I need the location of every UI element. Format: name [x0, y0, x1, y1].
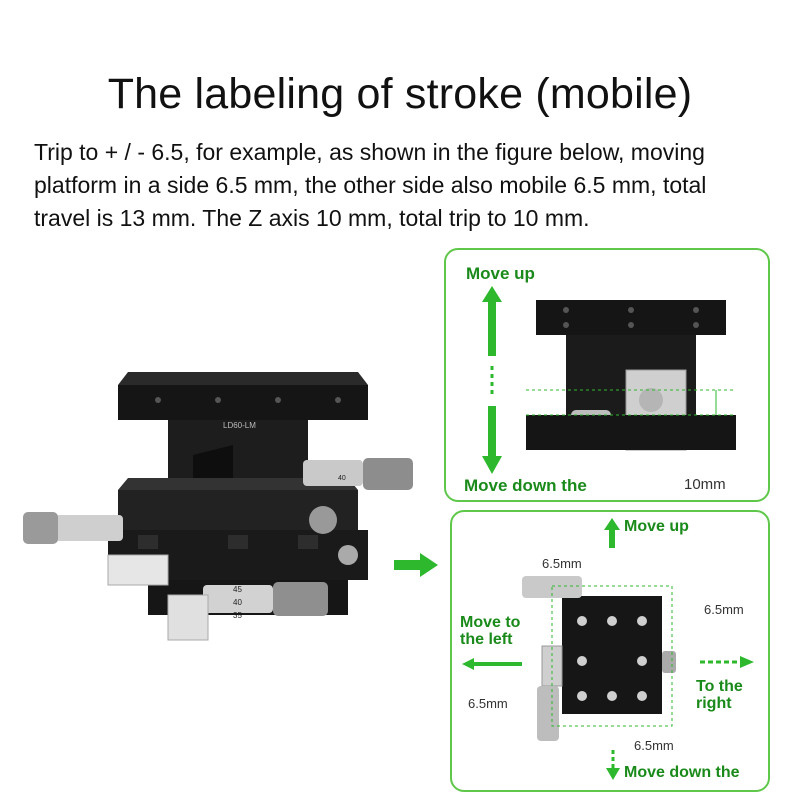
description: Trip to + / - 6.5, for example, as shown… — [34, 136, 774, 235]
move-right-line: right — [696, 695, 732, 712]
xy-stage-photo — [522, 576, 676, 741]
dimension-top: 6.5mm — [542, 556, 582, 571]
dimension-bottom: 6.5mm — [634, 738, 674, 753]
right-arrow-icon — [394, 553, 438, 577]
stage-photo: LD60-LM 40 45 40 35 — [23, 372, 413, 641]
move-up-label: Move up — [466, 264, 535, 283]
page-title: The labeling of stroke (mobile) — [107, 70, 693, 118]
z-travel-dimension: 10mm — [684, 476, 726, 493]
move-down-label: Move down the — [464, 476, 587, 495]
z-axis-panel: Move up Move down the 10mm — [444, 248, 770, 502]
right-arrow-icon — [700, 656, 754, 668]
xy-axis-panel: Move up 6.5mm 6.5mm Move to the left To … — [450, 510, 770, 792]
scale-label: 40 — [338, 475, 346, 482]
description-line: Trip to + / - 6.5, for example, as shown… — [34, 139, 705, 165]
scale-label: 35 — [233, 611, 242, 620]
move-right-label: To the right — [696, 678, 743, 712]
z-stage-photo — [526, 300, 736, 451]
move-left-line: Move to — [460, 614, 521, 631]
move-up-label: Move up — [624, 518, 689, 535]
move-right-line: To the — [696, 678, 743, 695]
stage-engraving: LD60-LM — [223, 421, 256, 430]
description-line: platform in a side 6.5 mm, the other sid… — [34, 172, 707, 198]
left-arrow-icon — [462, 658, 522, 670]
move-down-label: Move down the — [624, 764, 740, 781]
dimension-left: 6.5mm — [468, 696, 508, 711]
dimension-right: 6.5mm — [704, 602, 744, 617]
description-line: travel is 13 mm. The Z axis 10 mm, total… — [34, 205, 590, 231]
up-arrow-icon — [604, 518, 620, 548]
up-down-arrow-icon — [482, 286, 502, 474]
move-left-line: the left — [460, 631, 513, 648]
scale-label: 40 — [233, 598, 242, 607]
move-left-label: Move to the left — [460, 614, 520, 648]
down-arrow-icon — [606, 750, 620, 780]
scale-label: 45 — [233, 585, 242, 594]
